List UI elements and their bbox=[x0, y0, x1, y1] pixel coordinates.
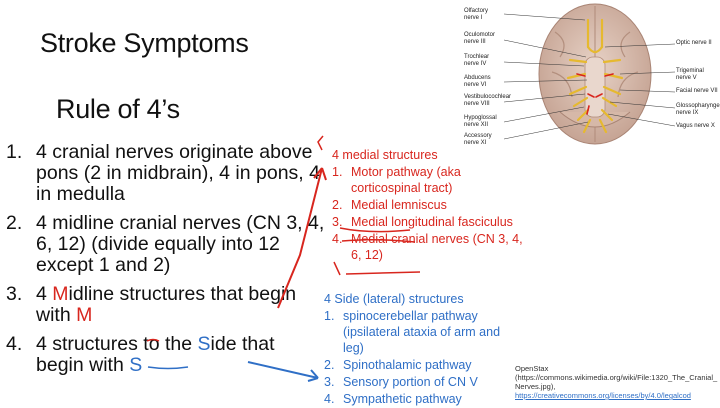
medial-item-number: 4. bbox=[332, 232, 343, 246]
label-optic: Optic nerve II bbox=[676, 40, 712, 46]
label-abducens: Abducens nerve VI bbox=[464, 75, 491, 88]
label-olfactory: Olfactory nerve I bbox=[464, 8, 489, 21]
list-text: 4 midline cranial nerves (CN 3, 4, 6, 12… bbox=[36, 212, 325, 276]
label-accessory: Accessory nerve XI bbox=[464, 133, 492, 146]
medial-item-text: Motor pathway (aka corticospinal tract) bbox=[351, 165, 461, 195]
label-hypoglossal: Hypoglossal nerve XII bbox=[464, 115, 497, 128]
lateral-item-number: 4. bbox=[324, 392, 335, 406]
main-list-item: 3. 4 Midline structures that begin with … bbox=[6, 284, 326, 326]
highlight-letter-m-end: M bbox=[76, 304, 93, 326]
label-facial: Facial nerve VII bbox=[676, 88, 718, 94]
highlight-letter-s-end: S bbox=[129, 354, 143, 376]
list-text: 4 cranial nerves originate above pons (2… bbox=[36, 141, 320, 205]
lateral-item: 4. Sympathetic pathway bbox=[324, 391, 514, 407]
list-text-pre: 4 structures to the bbox=[36, 333, 198, 355]
label-vagus: Vagus nerve X bbox=[676, 123, 715, 129]
list-text-post: idline structures that begin with bbox=[36, 283, 297, 326]
medial-item-text: Medial longitudinal fasciculus bbox=[351, 215, 513, 229]
label-vestibulocochlear: Vestibulocochlear nerve VIII bbox=[464, 94, 512, 107]
highlight-letter-s: S bbox=[197, 333, 211, 355]
medial-heading: 4 medial structures bbox=[332, 148, 438, 162]
lateral-item-text: spinocerebellar pathway (ipsilateral ata… bbox=[343, 309, 501, 355]
medial-item-number: 1. bbox=[332, 165, 343, 179]
lateral-item-text: Sympathetic pathway bbox=[343, 392, 462, 406]
label-trigeminal: Trigeminal nerve V bbox=[676, 68, 704, 81]
medial-list: 1. Motor pathway (aka corticospinal tract… bbox=[332, 164, 532, 263]
image-attribution: OpenStax (https://commons.wikimedia.org/… bbox=[515, 364, 720, 400]
label-glossopharyngeal: Glossopharyngeal nerve IX bbox=[676, 103, 720, 116]
list-number: 4. bbox=[6, 333, 23, 355]
medial-item-number: 2. bbox=[332, 198, 343, 212]
attribution-source: OpenStax bbox=[515, 364, 549, 373]
lateral-item: 3. Sensory portion of CN V bbox=[324, 374, 514, 390]
label-trochlear: Trochlear nerve IV bbox=[464, 54, 490, 67]
medial-item-number: 3. bbox=[332, 215, 343, 229]
list-text-pre: 4 bbox=[36, 283, 53, 305]
main-list-item: 1. 4 cranial nerves originate above pons… bbox=[6, 142, 326, 205]
brain-illustration bbox=[503, 3, 676, 145]
medial-structures: 4 medial structures 1. Motor pathway (aka… bbox=[332, 148, 532, 264]
attribution-url: (https://commons.wikimedia.org/wiki/File… bbox=[515, 373, 718, 391]
medial-item: 3. Medial longitudinal fasciculus bbox=[332, 214, 532, 230]
slide-subtitle: Rule of 4’s bbox=[56, 94, 180, 124]
medial-item-text: Medial cranial nerves (CN 3, 4, 6, 12) bbox=[351, 232, 523, 262]
list-text-post: ide that begin with bbox=[36, 333, 275, 376]
list-number: 2. bbox=[6, 212, 23, 234]
lateral-item-number: 3. bbox=[324, 375, 335, 389]
medial-item: 1. Motor pathway (aka corticospinal tract… bbox=[332, 164, 532, 196]
lateral-item: 1. spinocerebellar pathway (ipsilateral a… bbox=[324, 308, 514, 356]
lateral-item: 2. Spinothalamic pathway bbox=[324, 357, 514, 373]
label-oculomotor: Oculomotor nerve III bbox=[464, 32, 496, 45]
main-list: 1. 4 cranial nerves originate above pons… bbox=[6, 142, 326, 384]
highlight-letter-m: M bbox=[52, 283, 69, 305]
main-list-item: 2. 4 midline cranial nerves (CN 3, 4, 6,… bbox=[6, 213, 326, 276]
medial-item-text: Medial lemniscus bbox=[351, 198, 447, 212]
lateral-item-text: Spinothalamic pathway bbox=[343, 358, 472, 372]
list-number: 3. bbox=[6, 283, 23, 305]
medial-item: 4. Medial cranial nerves (CN 3, 4, 6, 12) bbox=[332, 231, 532, 263]
slide-title: Stroke Symptoms bbox=[40, 28, 249, 58]
lateral-item-text: Sensory portion of CN V bbox=[343, 375, 478, 389]
lateral-list: 1. spinocerebellar pathway (ipsilateral a… bbox=[324, 308, 514, 407]
lateral-item-number: 1. bbox=[324, 309, 335, 323]
list-number: 1. bbox=[6, 141, 23, 163]
lateral-item-number: 2. bbox=[324, 358, 335, 372]
lateral-structures: 4 Side (lateral) structures 1. spinocereb… bbox=[324, 292, 514, 408]
cranial-nerves-diagram: Olfactory nerve I Oculomotor nerve III T… bbox=[460, 2, 720, 152]
medial-item: 2. Medial lemniscus bbox=[332, 197, 532, 213]
license-link[interactable]: https://creativecommons.org/licenses/by/… bbox=[515, 391, 691, 400]
lateral-heading: 4 Side (lateral) structures bbox=[324, 292, 464, 306]
main-list-item: 4. 4 structures to the Side that begin w… bbox=[6, 334, 326, 376]
